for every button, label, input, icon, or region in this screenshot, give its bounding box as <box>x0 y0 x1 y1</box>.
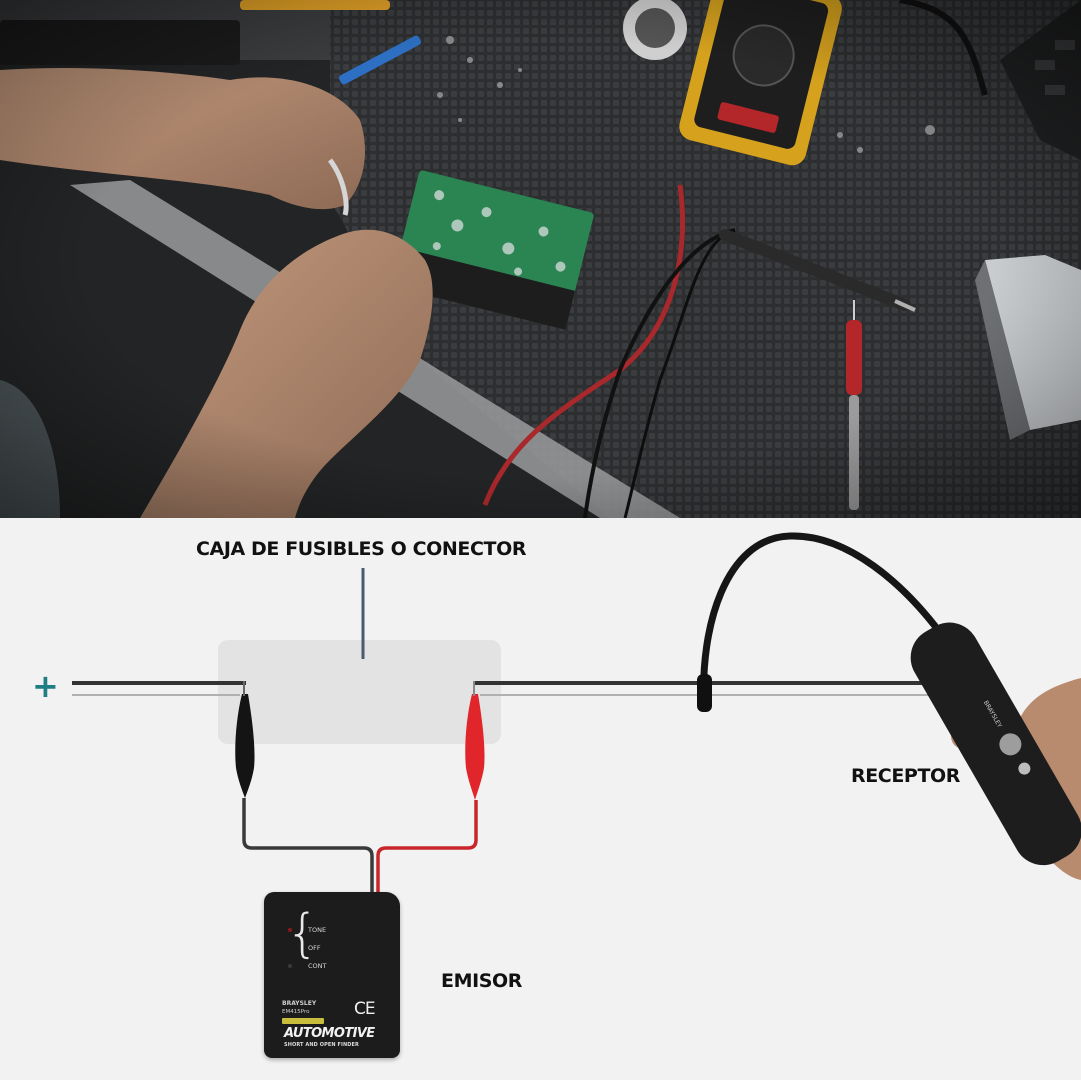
brand-label: BRAYSLEY <box>282 1000 317 1007</box>
switch-off-label: OFF <box>308 944 321 952</box>
model-label: EM415Pro <box>282 1009 310 1015</box>
cont-led-icon <box>288 964 292 968</box>
receiver-device: BRAYSLEY <box>910 622 1081 866</box>
ce-mark-icon: CE <box>354 999 376 1019</box>
workbench-photo-illustration <box>0 0 1081 518</box>
main-wire-right <box>474 681 960 696</box>
emitter-device: { TONE OFF CONT BRAYSLEY EM415Pro CE AUT… <box>264 892 400 1058</box>
emitter-label: EMISOR <box>441 970 523 992</box>
tone-led-icon <box>288 928 292 932</box>
switch-cont-label: CONT <box>308 962 327 970</box>
wiring-diagram: BRAYSLEY + CAJA DE FUSIBLES O CONECTOR R… <box>0 518 1081 1080</box>
black-test-lead <box>242 798 374 896</box>
receiver-gooseneck <box>700 532 939 710</box>
red-alligator-clip <box>465 681 485 800</box>
receiver-probe-tip <box>697 674 712 712</box>
black-alligator-clip <box>235 681 255 798</box>
red-test-lead <box>376 800 478 896</box>
wiring-lines: BRAYSLEY <box>72 532 1081 896</box>
yellow-tag <box>282 1018 324 1024</box>
switch-brace-icon: { <box>286 904 320 964</box>
switch-tone-label: TONE <box>308 926 327 934</box>
main-wire-left <box>72 681 246 696</box>
workbench-photo <box>0 0 1081 518</box>
fuse-box-area <box>218 640 501 744</box>
product-line-label: AUTOMOTIVE <box>284 1026 375 1041</box>
product-subtitle: SHORT AND OPEN FINDER <box>284 1042 359 1048</box>
positive-terminal-symbol: + <box>32 667 59 705</box>
fuse-box-label: CAJA DE FUSIBLES O CONECTOR <box>196 538 527 560</box>
receiver-label: RECEPTOR <box>851 765 961 787</box>
